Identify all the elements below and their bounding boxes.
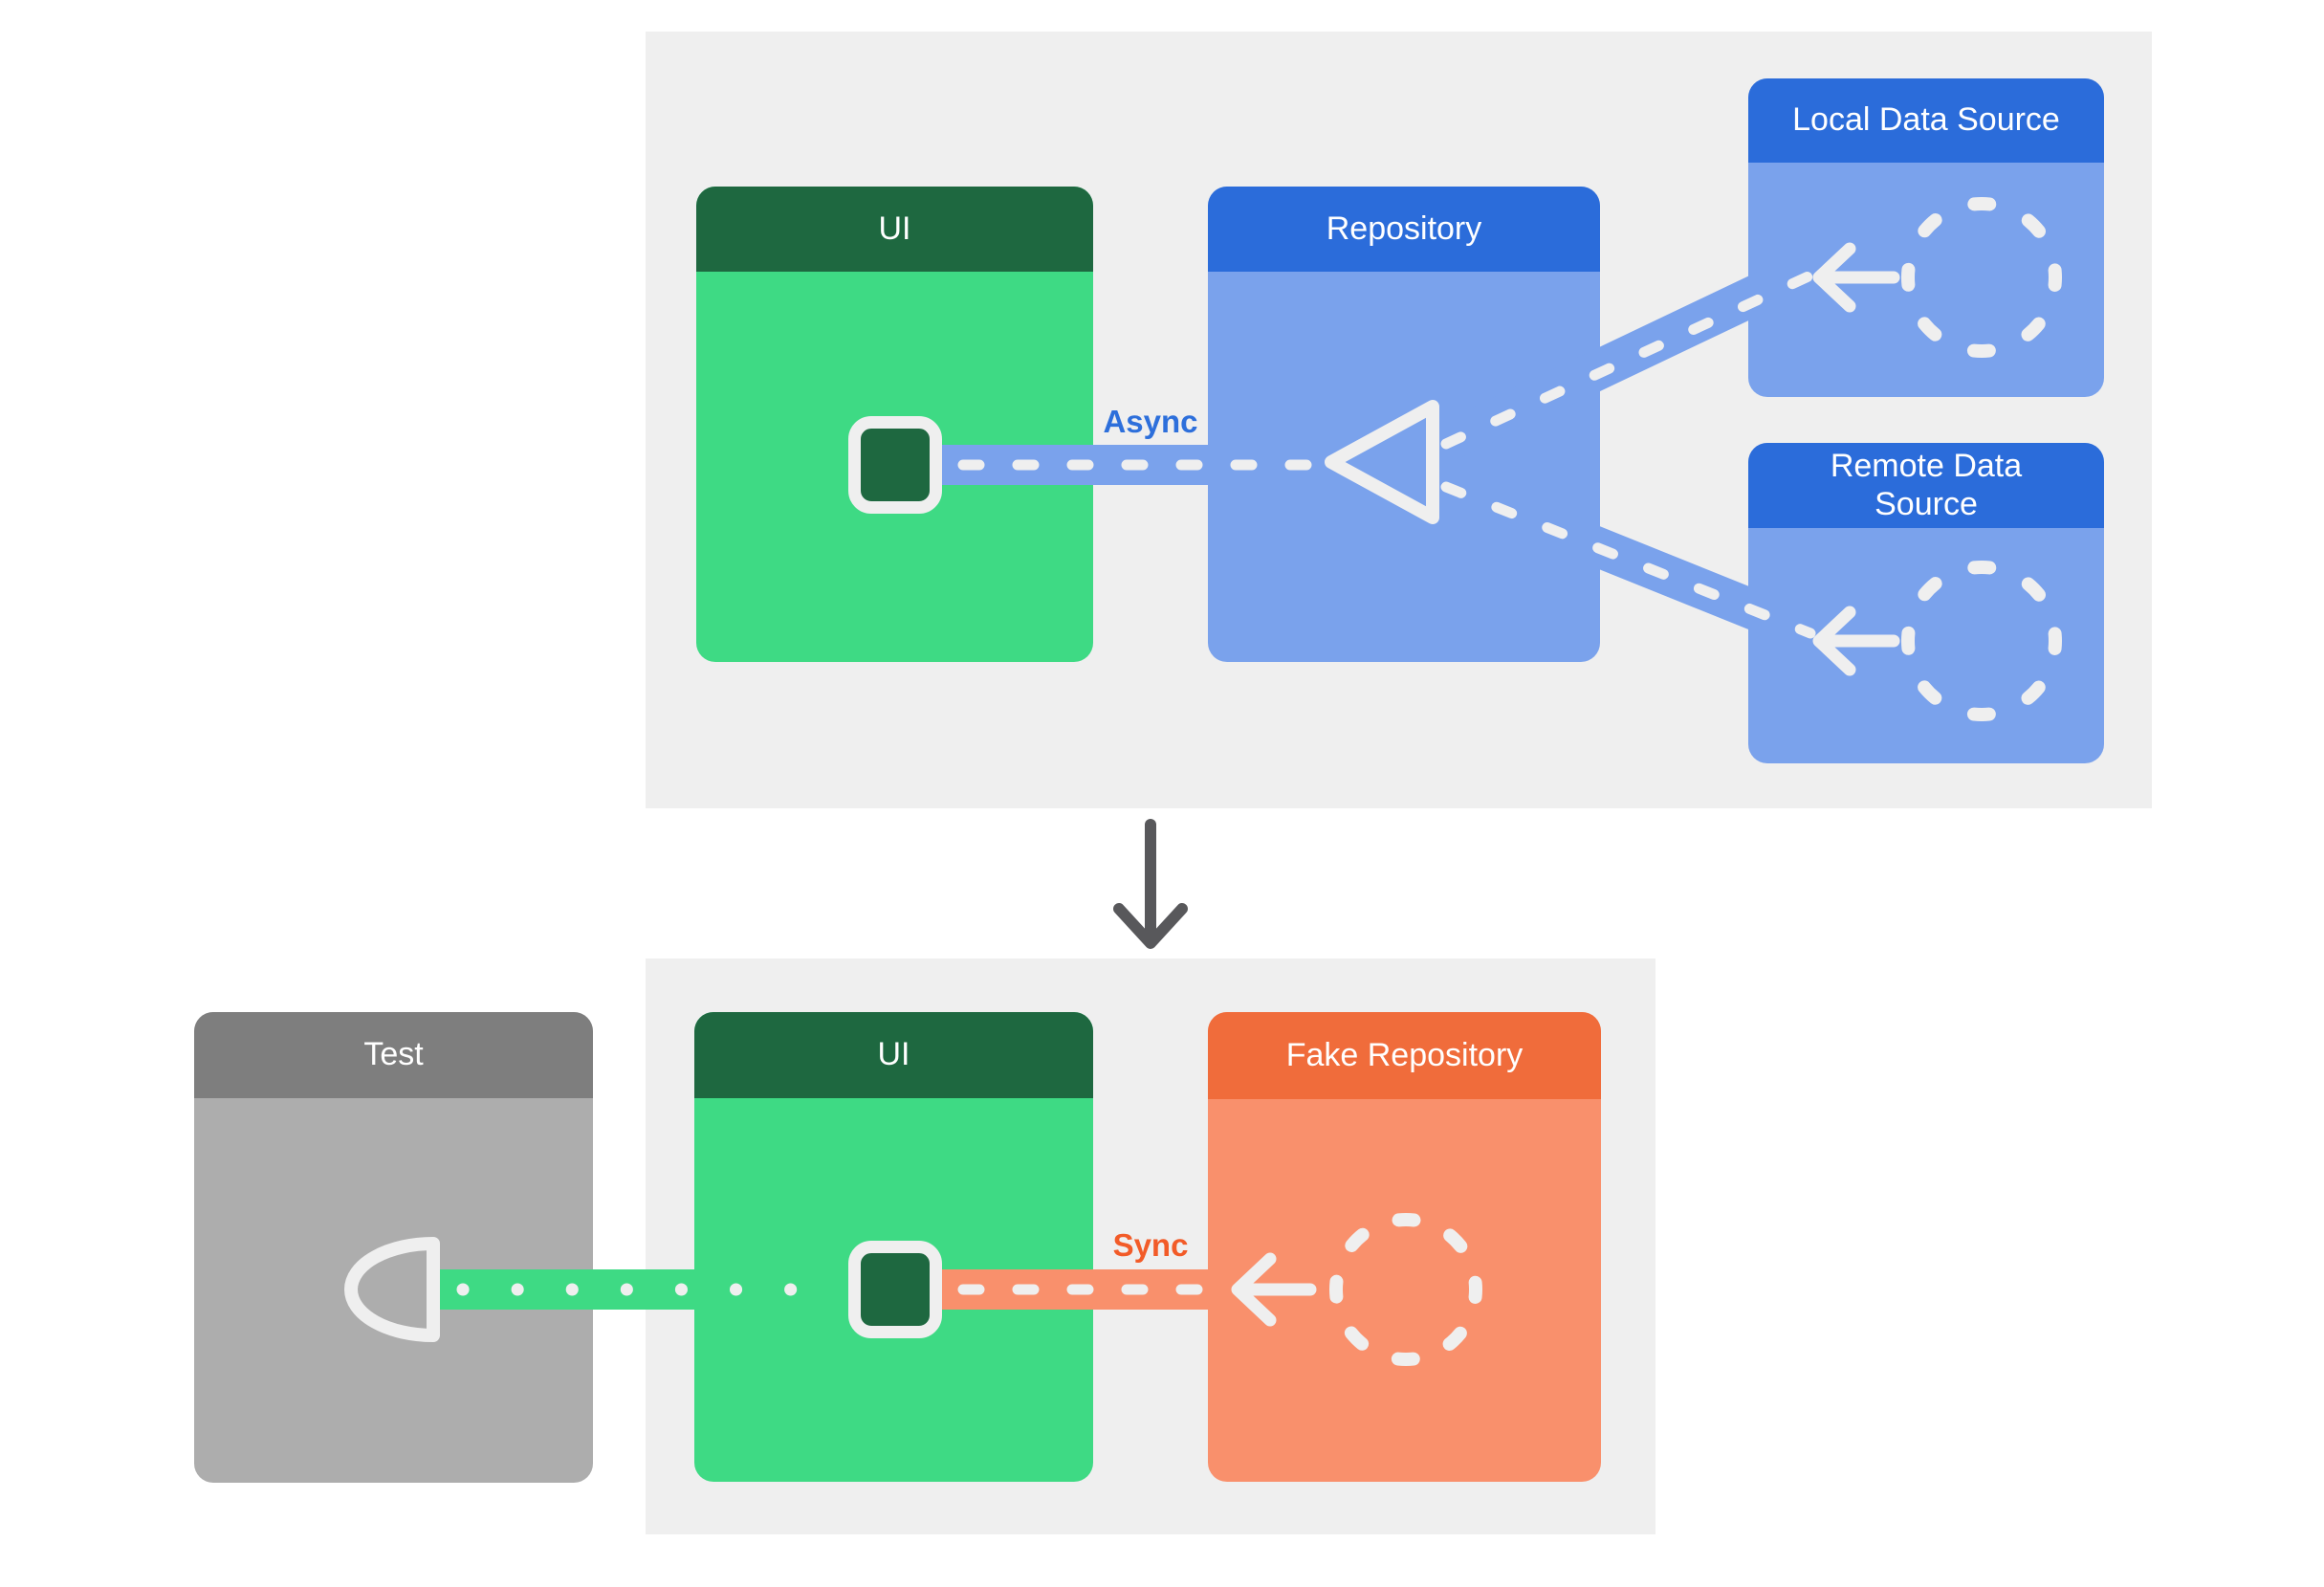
- sync-label: Sync: [1112, 1227, 1189, 1263]
- ui-chip-icon: [848, 1241, 942, 1338]
- repository-box: Repository: [1208, 187, 1600, 662]
- ui-chip-icon: [848, 416, 942, 514]
- ui-box-bottom-title: UI: [694, 1012, 1093, 1098]
- down-arrow-icon: [1113, 819, 1188, 949]
- repository-box-title: Repository: [1208, 187, 1600, 272]
- local-data-source-box: Local Data Source: [1748, 78, 2104, 397]
- remote-data-source-box: Remote Data Source: [1748, 443, 2104, 763]
- fake-repository-box: Fake Repository: [1208, 1012, 1601, 1482]
- async-label: Async: [1103, 404, 1198, 439]
- remote-data-source-title: Remote Data Source: [1748, 443, 2104, 528]
- test-box-title: Test: [194, 1012, 593, 1098]
- ui-box-top: UI: [696, 187, 1093, 662]
- fake-repository-box-title: Fake Repository: [1208, 1012, 1601, 1099]
- test-box: Test: [194, 1012, 593, 1483]
- local-data-source-title: Local Data Source: [1748, 78, 2104, 163]
- ui-box-top-title: UI: [696, 187, 1093, 272]
